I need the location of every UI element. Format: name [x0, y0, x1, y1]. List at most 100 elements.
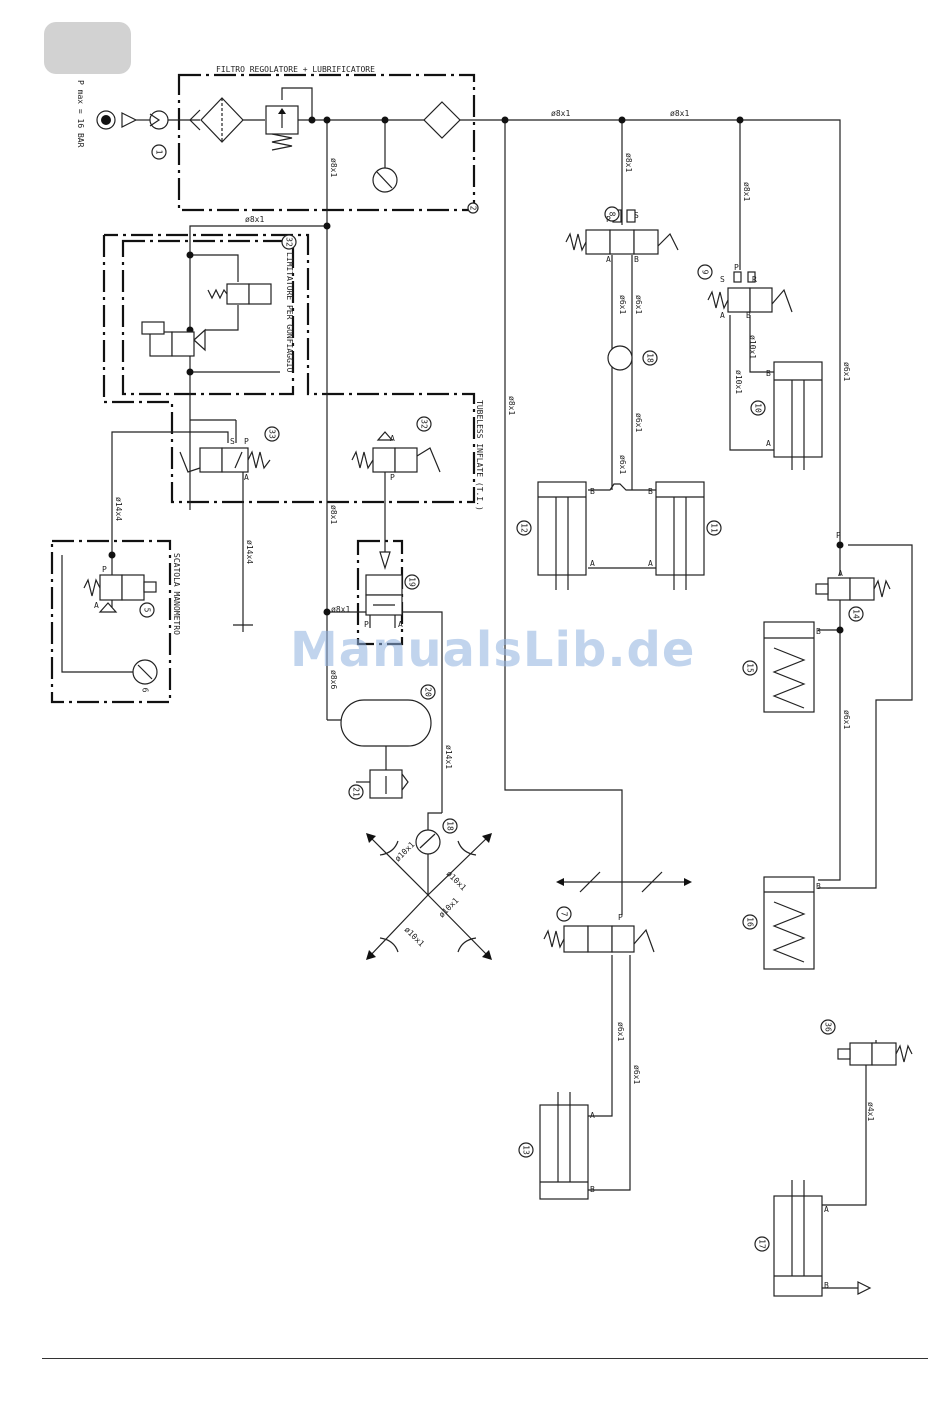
svg-text:16: 16	[746, 917, 755, 927]
svg-text:B: B	[590, 487, 595, 496]
flow-gauge-18b-icon	[607, 345, 633, 371]
svg-text:ø6x1: ø6x1	[632, 1065, 641, 1084]
svg-text:P: P	[606, 215, 611, 224]
svg-text:A: A	[766, 439, 771, 448]
junctions	[108, 116, 844, 634]
svg-text:S: S	[720, 275, 725, 284]
cylinder-13-icon	[539, 1092, 589, 1200]
svg-text:A: A	[648, 559, 653, 568]
svg-text:P: P	[836, 531, 841, 540]
limiter-inner-box	[121, 239, 295, 396]
svg-text:B: B	[746, 311, 751, 320]
svg-text:A: A	[590, 559, 595, 568]
svg-text:A: A	[398, 620, 403, 629]
valve-32-icon	[351, 431, 441, 473]
svg-text:ø4x1: ø4x1	[866, 1102, 875, 1121]
header-tab	[44, 22, 131, 74]
limiter-main-valve-icon	[141, 321, 206, 357]
valve-19-box	[356, 539, 404, 646]
valve-33-icon	[179, 447, 271, 473]
valve-21-icon	[356, 769, 409, 799]
svg-text:36: 36	[824, 1022, 833, 1032]
svg-text:P: P	[102, 565, 107, 574]
limiter-pilot-valve-icon	[207, 283, 272, 305]
svg-text:33: 33	[268, 429, 277, 439]
valve-9-icon	[707, 271, 793, 313]
svg-text:B: B	[634, 255, 639, 264]
svg-text:17: 17	[758, 1239, 767, 1249]
svg-text:ø6x1: ø6x1	[634, 413, 643, 432]
pressure-regulator-icon	[265, 105, 299, 151]
component-2-marker	[467, 202, 479, 214]
svg-text:ø10x1: ø10x1	[403, 925, 427, 949]
cylinder-10-icon	[773, 361, 823, 470]
svg-text:2: 2	[469, 206, 478, 211]
inflation-outlets-icon	[366, 833, 492, 960]
svg-text:32: 32	[420, 419, 429, 429]
svg-text:9: 9	[701, 270, 710, 275]
gauge-box-label: SCATOLA MANOMETRO	[172, 553, 181, 635]
svg-text:7: 7	[560, 912, 569, 917]
svg-text:B: B	[816, 627, 821, 636]
cylinder-17-icon	[773, 1180, 872, 1297]
watermark: ManualsLib.de	[290, 622, 696, 678]
flow-gauge-18a-icon	[415, 829, 441, 855]
svg-text:ø10x1: ø10x1	[445, 869, 469, 893]
svg-text:S: S	[634, 211, 639, 220]
pressure-gauge-icon	[372, 167, 398, 193]
svg-text:ø8x1: ø8x1	[507, 396, 516, 415]
svg-text:ø6x1: ø6x1	[842, 710, 851, 729]
svg-text:ø8x6: ø8x6	[329, 670, 338, 689]
svg-text:B: B	[816, 882, 821, 891]
svg-text:A: A	[838, 569, 843, 578]
svg-text:ø8x1: ø8x1	[551, 109, 570, 118]
component-numbers: 1 2 5 6 7 8 9 10 11 12 13 14 15 16 17 18…	[139, 144, 864, 1252]
svg-text:ø8x1: ø8x1	[742, 182, 751, 201]
svg-text:B: B	[824, 1281, 829, 1290]
svg-text:18: 18	[646, 353, 655, 363]
svg-text:B: B	[766, 369, 771, 378]
svg-text:18: 18	[446, 821, 455, 831]
air-inlet-icon	[96, 110, 138, 130]
svg-text:R: R	[752, 275, 757, 284]
svg-text:ø6x1: ø6x1	[616, 1022, 625, 1041]
lubricator-icon	[423, 101, 461, 139]
svg-text:ø14x1: ø14x1	[444, 745, 453, 769]
svg-text:21: 21	[352, 787, 361, 797]
spring-cylinder-16-icon	[763, 876, 815, 970]
svg-text:ø10x1: ø10x1	[748, 335, 757, 359]
valve-36-icon	[837, 1042, 913, 1066]
svg-text:ø8x1: ø8x1	[331, 605, 350, 614]
svg-text:10: 10	[754, 403, 763, 413]
limiter-outer-box	[102, 233, 476, 504]
filter-icon	[189, 97, 244, 143]
svg-text:B: B	[590, 1185, 595, 1194]
svg-text:6: 6	[141, 688, 150, 693]
svg-text:12: 12	[520, 523, 529, 533]
svg-text:A: A	[824, 1205, 829, 1214]
svg-text:P: P	[390, 473, 395, 482]
filter-group-label: FILTRO REGOLATORE + LUBRIFICATORE	[216, 65, 375, 74]
svg-text:15: 15	[746, 663, 755, 673]
svg-text:P: P	[734, 263, 739, 272]
svg-text:S: S	[230, 437, 235, 446]
svg-text:8: 8	[608, 212, 617, 217]
gauge-6-icon	[132, 659, 158, 685]
pmax-label: P max = 16 BAR	[76, 80, 85, 148]
svg-text:ø8x1: ø8x1	[670, 109, 689, 118]
svg-text:A: A	[94, 601, 99, 610]
tubeless-label: TUBELESS INFLATE (T.I.)	[475, 400, 484, 511]
spring-cylinder-15-icon	[763, 621, 815, 713]
limiter-label: LIMITATORE PER GONFIAGGIO	[285, 252, 294, 373]
svg-text:ø14x4: ø14x4	[245, 540, 254, 564]
svg-text:A: A	[606, 255, 611, 264]
svg-text:5: 5	[143, 608, 152, 613]
cylinder-12-icon	[537, 481, 587, 590]
svg-text:ø8x1: ø8x1	[245, 215, 264, 224]
svg-text:20: 20	[424, 687, 433, 697]
svg-text:19: 19	[408, 577, 417, 587]
svg-text:A: A	[390, 434, 395, 443]
svg-text:32: 32	[285, 237, 294, 247]
check-valve-icon	[149, 110, 169, 130]
